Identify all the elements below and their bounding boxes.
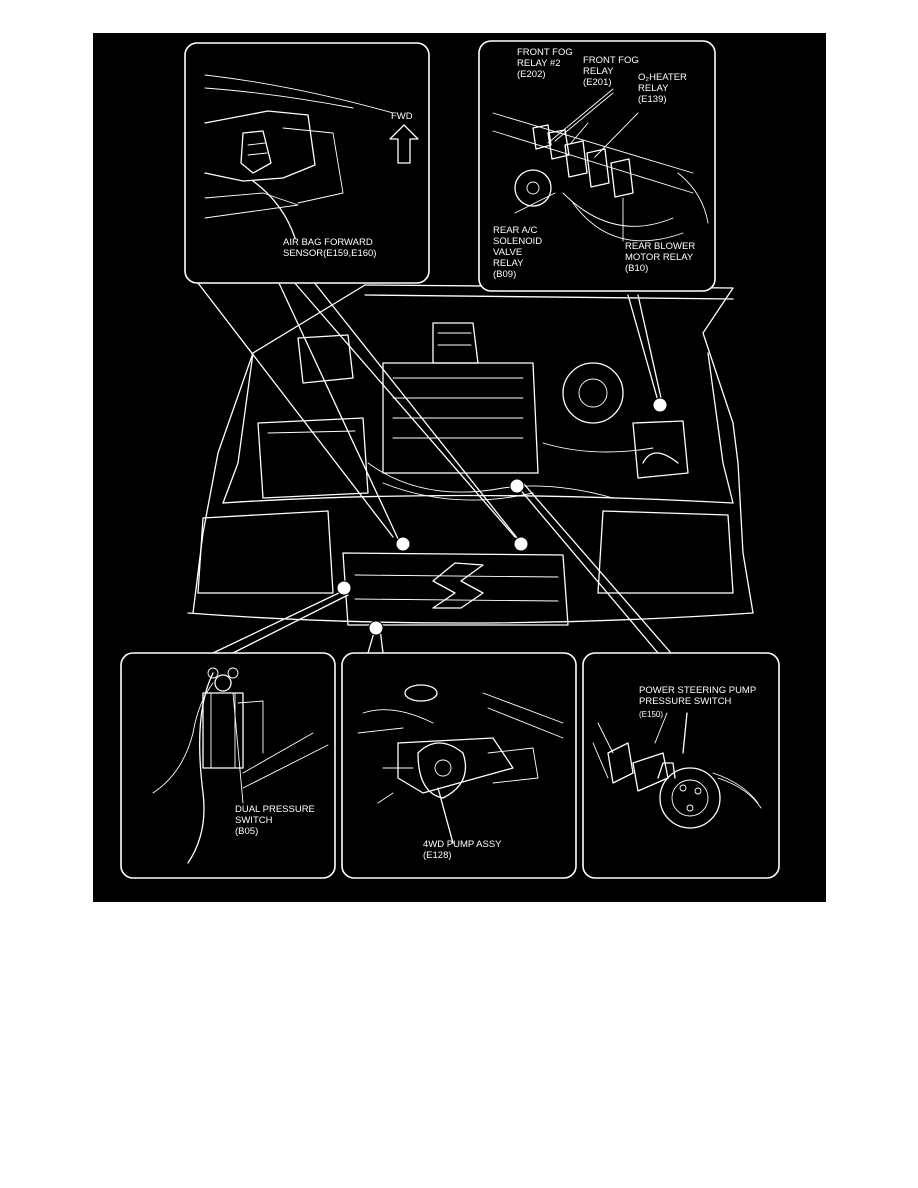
psp-l1: POWER STEERING PUMP xyxy=(639,685,756,696)
marker-relay-box xyxy=(652,397,668,413)
relay-fog2-l2: RELAY #2 xyxy=(517,58,560,69)
marker-power-steering xyxy=(509,478,525,494)
relay-fog-l1: FRONT FOG xyxy=(583,55,639,66)
relay-o2-l2: RELAY xyxy=(638,83,669,94)
relay-fog2-l3: (E202) xyxy=(517,69,546,80)
dual-pressure-l1: DUAL PRESSURE xyxy=(235,804,315,815)
airbag-label-line2: SENSOR(E159,E160) xyxy=(283,248,376,259)
relay-blower-l1: REAR BLOWER xyxy=(625,241,695,252)
relay-rearac-l4: RELAY xyxy=(493,258,524,269)
relay-fog2-l1: FRONT FOG xyxy=(517,47,573,58)
inset-dual-pressure-switch: DUAL PRESSURE SWITCH (B05) xyxy=(120,652,336,879)
relay-o2-l3: (E139) xyxy=(638,94,667,105)
relay-blower-l3: (B10) xyxy=(625,263,648,274)
inset-4wd-pump: 4WD PUMP ASSY (E128) xyxy=(341,652,577,879)
relay-rearac-l5: (B09) xyxy=(493,269,516,280)
pump-l1: 4WD PUMP ASSY xyxy=(423,839,502,850)
component-location-diagram: FWD AIR BAG FORWARD SENSOR(E159,E160) FR… xyxy=(93,33,826,902)
pump-l2: (E128) xyxy=(423,850,452,861)
inset-relays: FRONT FOG RELAY #2 (E202) FRONT FOG RELA… xyxy=(478,40,716,292)
relay-rearac-l1: REAR A/C xyxy=(493,225,537,236)
relay-o2-l1: O₂HEATER xyxy=(638,72,687,83)
relay-rearac-l2: SOLENOID xyxy=(493,236,542,247)
marker-airbag-sensor-left xyxy=(395,536,411,552)
relay-blower-l2: MOTOR RELAY xyxy=(625,252,694,263)
airbag-label-line1: AIR BAG FORWARD xyxy=(283,237,373,248)
marker-airbag-sensor-right xyxy=(513,536,529,552)
psp-l2: PRESSURE SWITCH xyxy=(639,696,732,707)
fwd-arrow-icon xyxy=(389,124,419,164)
relay-fog-l2: RELAY xyxy=(583,66,614,77)
relay-rearac-l3: VALVE xyxy=(493,247,522,258)
location-markers xyxy=(336,397,668,636)
vehicle-front-illustration xyxy=(187,284,754,626)
dual-pressure-l3: (B05) xyxy=(235,826,258,837)
dual-pressure-l2: SWITCH xyxy=(235,815,273,826)
marker-4wd-pump xyxy=(368,620,384,636)
relay-fog-l3: (E201) xyxy=(583,77,612,88)
inset-airbag-sensor: FWD AIR BAG FORWARD SENSOR(E159,E160) xyxy=(184,42,430,284)
leader-lines xyxy=(197,280,672,654)
psp-l3: (E150) xyxy=(639,710,663,719)
inset-power-steering: POWER STEERING PUMP PRESSURE SWITCH (E15… xyxy=(582,652,780,879)
fwd-label: FWD xyxy=(391,111,413,122)
marker-dual-pressure xyxy=(336,580,352,596)
